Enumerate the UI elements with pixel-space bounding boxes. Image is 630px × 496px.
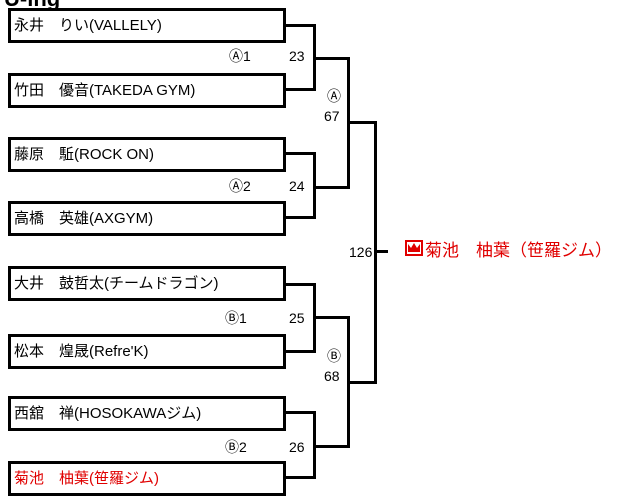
crown-icon — [405, 240, 423, 260]
match-label-b1: Ⓑ1 — [225, 310, 247, 326]
match-label-a-semi: Ⓐ — [327, 88, 341, 104]
match-label-a1: Ⓐ1 — [229, 48, 251, 64]
bracket-title: U-ing — [4, 0, 60, 12]
bracket-line — [313, 152, 316, 219]
champion: 菊池 柚葉（笹羅ジム） — [405, 236, 612, 261]
bracket-line — [286, 283, 316, 286]
match-number-b1: 25 — [289, 310, 305, 326]
match-label-a2: Ⓐ2 — [229, 178, 251, 194]
bracket-line — [313, 445, 350, 448]
bracket-line — [286, 24, 316, 27]
bracket-line — [286, 411, 316, 414]
bracket-line — [286, 350, 316, 353]
match-number-a-semi: 67 — [324, 108, 340, 124]
player-box-7: 西舘 禅(HOSOKAWAジム) — [8, 396, 286, 431]
bracket-line — [347, 121, 377, 124]
player-box-8: 菊池 柚葉(笹羅ジム) — [8, 461, 286, 496]
match-label-b2: Ⓑ2 — [225, 439, 247, 455]
match-number-b2: 26 — [289, 439, 305, 455]
bracket-line — [313, 57, 350, 60]
player-box-2: 竹田 優音(TAKEDA GYM) — [8, 73, 286, 108]
bracket-line — [286, 88, 316, 91]
player-box-3: 藤原 駈(ROCK ON) — [8, 137, 286, 172]
player-box-4: 高橋 英雄(AXGYM) — [8, 201, 286, 236]
match-number-b-semi: 68 — [324, 368, 340, 384]
champion-name: 菊池 柚葉（笹羅ジム） — [425, 241, 612, 260]
player-box-1: 永井 りい(VALLELY) — [8, 8, 286, 43]
match-label-b-semi: Ⓑ — [327, 348, 341, 364]
bracket-line — [313, 186, 350, 189]
bracket-line — [286, 216, 316, 219]
match-number-a1: 23 — [289, 48, 305, 64]
match-number-a2: 24 — [289, 178, 305, 194]
bracket-line — [347, 381, 377, 384]
bracket-line — [374, 250, 388, 253]
match-number-final: 126 — [349, 244, 373, 260]
bracket-line — [286, 152, 316, 155]
bracket-line — [286, 476, 316, 479]
player-box-6: 松本 煌晟(Refre'K) — [8, 334, 286, 369]
bracket-line — [313, 316, 350, 319]
player-box-5: 大井 鼓哲太(チームドラゴン) — [8, 266, 286, 301]
